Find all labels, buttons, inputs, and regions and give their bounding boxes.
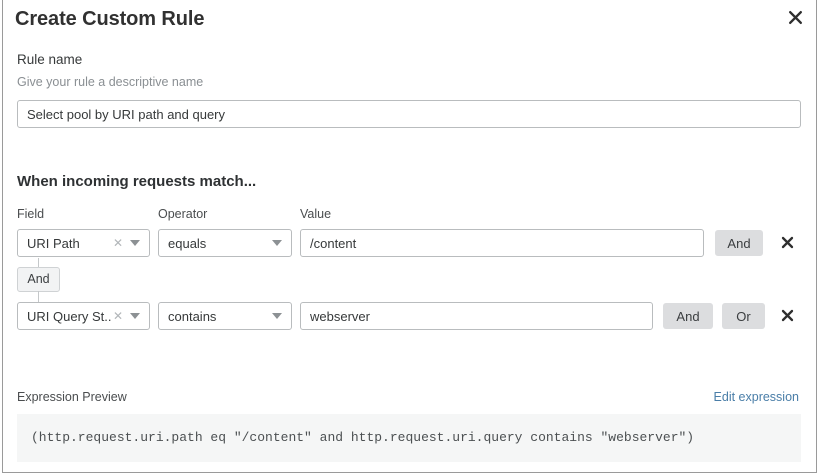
expression-preview-code: (http.request.uri.path eq "/content" and…	[17, 414, 801, 462]
rule-name-label: Rule name	[17, 52, 83, 67]
field-select-2[interactable]: URI Query St... ✕	[17, 302, 150, 330]
column-header-value: Value	[300, 207, 332, 221]
rule-name-input[interactable]	[17, 100, 801, 128]
dialog-title: Create Custom Rule	[15, 8, 205, 30]
clear-field-icon[interactable]: ✕	[112, 309, 123, 323]
field-select-1-value: URI Path	[27, 235, 80, 251]
chevron-down-icon	[272, 240, 282, 246]
edit-expression-link[interactable]: Edit expression	[713, 390, 799, 404]
operator-select-2-value: contains	[168, 308, 217, 324]
conditions-heading: When incoming requests match...	[17, 173, 257, 190]
rule-name-help-text: Give your rule a descriptive name	[17, 75, 204, 89]
and-connector-chip[interactable]: And	[17, 267, 60, 292]
chevron-down-icon	[130, 240, 140, 246]
or-button-2[interactable]: Or	[722, 303, 765, 329]
connector-line-top	[38, 258, 39, 268]
column-header-field: Field	[17, 207, 45, 221]
value-input-1[interactable]	[300, 229, 704, 257]
field-select-2-value: URI Query St...	[27, 308, 111, 324]
and-button-1[interactable]: And	[715, 230, 763, 256]
operator-select-1[interactable]: equals	[158, 229, 292, 257]
value-input-2[interactable]	[300, 302, 653, 330]
condition-row: URI Path ✕ equals And	[3, 229, 818, 259]
chevron-down-icon	[130, 313, 140, 319]
remove-condition-icon[interactable]	[777, 232, 797, 252]
operator-select-2[interactable]: contains	[158, 302, 292, 330]
column-header-operator: Operator	[158, 207, 208, 221]
remove-condition-icon[interactable]	[777, 305, 797, 325]
and-button-2[interactable]: And	[663, 303, 713, 329]
operator-select-1-value: equals	[168, 235, 207, 251]
clear-field-icon[interactable]: ✕	[112, 236, 123, 250]
field-select-1[interactable]: URI Path ✕	[17, 229, 150, 257]
connector-line-bottom	[38, 291, 39, 302]
chevron-down-icon	[272, 313, 282, 319]
condition-row: URI Query St... ✕ contains And Or	[3, 302, 818, 332]
close-icon[interactable]	[784, 6, 806, 28]
expression-preview-label: Expression Preview	[17, 390, 127, 404]
